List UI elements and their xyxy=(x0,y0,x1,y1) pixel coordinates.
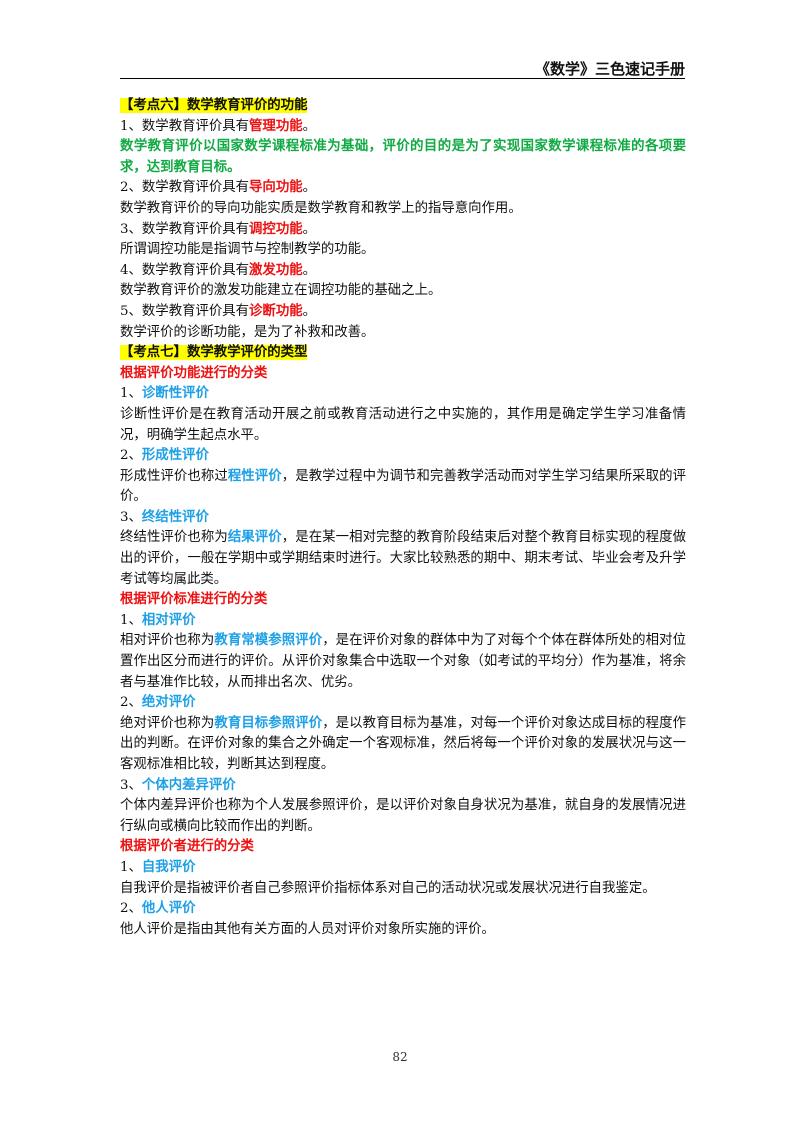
section6-heading: 【考点六】数学教育评价的功能 xyxy=(120,98,308,113)
function-2-key: 导向功能 xyxy=(249,180,303,196)
evaluator-2-desc: 他人评价是指由其他有关方面的人员对评价对象所实施的评价。 xyxy=(120,921,495,937)
standard-2-key: 教育目标参照评价 xyxy=(214,715,323,731)
type-1-name: 诊断性评价 xyxy=(141,386,209,402)
function-4-key: 激发功能 xyxy=(249,262,303,278)
type-3: 3、终结性评价 xyxy=(120,508,686,529)
group1-title: 根据评价功能进行的分类 xyxy=(120,365,268,381)
page-content: 【考点六】数学教育评价的功能 1、数学教育评价具有管理功能。 数学教育评价以国家… xyxy=(120,96,686,940)
function-4-desc: 数学教育评价的激发功能建立在调控功能的基础之上。 xyxy=(120,283,442,299)
function-5-prefix: 5、数学教育评价具有 xyxy=(120,303,250,319)
type-3-desc: 终结性评价也称为结果评价，是在某一相对完整的教育阶段结束后对整个教育目标实现的程… xyxy=(120,528,686,590)
function-1-note: 数学教育评价以国家数学课程标准为基础，评价的目的是为了实现国家数学课程标准的各项… xyxy=(120,139,686,175)
type-2-desc: 形成性评价也称过程性评价，是教学过程中为调节和完善教学活动而对学生学习结果所采取… xyxy=(120,467,686,508)
type-1: 1、诊断性评价 xyxy=(120,384,686,405)
type-2-name: 形成性评价 xyxy=(141,448,209,464)
standard-3: 3、个体内差异评价 xyxy=(120,776,686,797)
function-3-desc: 所谓调控功能是指调节与控制教学的功能。 xyxy=(120,242,375,258)
standard-1-desc-b: ，是在评价对象的群体中为了对每个个体在群体所处的相对位置作出区分而进行的评价。从… xyxy=(120,633,687,690)
function-1-prefix: 1、数学教育评价具有 xyxy=(120,118,250,134)
function-5: 5、数学教育评价具有诊断功能。 xyxy=(120,302,686,323)
type-3-desc-a: 终结性评价也称为 xyxy=(120,530,228,546)
function-5-suffix: 。 xyxy=(302,303,316,319)
page-number: 82 xyxy=(392,1050,408,1064)
standard-2-desc-a: 绝对评价也称为 xyxy=(120,715,215,731)
function-4: 4、数学教育评价具有激发功能。 xyxy=(120,261,686,282)
type-1-desc: 诊断性评价是在教育活动开展之前或教育活动进行之中实施的，其作用是确定学生学习准备… xyxy=(120,406,686,443)
standard-2-desc: 绝对评价也称为教育目标参照评价，是以教育目标为基准，对每一个评价对象达成目标的程… xyxy=(120,714,686,776)
function-3-prefix: 3、数学教育评价具有 xyxy=(120,221,250,237)
section6-heading-line: 【考点六】数学教育评价的功能 xyxy=(120,96,686,117)
evaluator-2-name: 他人评价 xyxy=(141,901,196,917)
evaluator-1: 1、自我评价 xyxy=(120,858,686,879)
standard-1-desc-a: 相对评价也称为 xyxy=(120,633,215,649)
standard-2-num: 2、 xyxy=(120,695,142,711)
function-3-key: 调控功能 xyxy=(249,221,303,237)
standard-3-num: 3、 xyxy=(120,777,142,793)
evaluator-2-num: 2、 xyxy=(120,901,142,917)
function-4-suffix: 。 xyxy=(302,262,316,278)
function-2-suffix: 。 xyxy=(302,180,316,196)
function-3: 3、数学教育评价具有调控功能。 xyxy=(120,220,686,241)
type-2-key: 程性评价 xyxy=(227,468,282,484)
page-header: 《数学》三色速记手册 xyxy=(120,50,685,79)
standard-1-name: 相对评价 xyxy=(141,612,196,628)
standard-1-desc: 相对评价也称为教育常模参照评价，是在评价对象的群体中为了对每个个体在群体所处的相… xyxy=(120,631,686,693)
type-3-key: 结果评价 xyxy=(227,530,282,546)
section7-heading-line: 【考点七】数学教学评价的类型 xyxy=(120,343,686,364)
header-title: 《数学》三色速记手册 xyxy=(534,60,685,78)
standard-3-desc: 个体内差异评价也称为个人发展参照评价，是以评价对象自身状况为基准，就自身的发展情… xyxy=(120,798,686,834)
standard-3-name: 个体内差异评价 xyxy=(141,777,236,793)
type-3-name: 终结性评价 xyxy=(141,509,209,525)
function-5-desc: 数学评价的诊断功能，是为了补救和改善。 xyxy=(120,324,375,340)
function-1-key: 管理功能 xyxy=(249,118,303,134)
function-3-suffix: 。 xyxy=(302,221,316,237)
type-2: 2、形成性评价 xyxy=(120,446,686,467)
standard-2-desc-b: ，是以教育目标为基准，对每一个评价对象达成目标的程度作出的判断。在评价对象的集合… xyxy=(120,715,687,772)
function-1-suffix: 。 xyxy=(302,118,316,134)
standard-1-num: 1、 xyxy=(120,612,142,628)
type-1-num: 1、 xyxy=(120,386,142,402)
standard-2-name: 绝对评价 xyxy=(141,695,196,711)
type-2-desc-a: 形成性评价也称过 xyxy=(120,468,228,484)
evaluator-2: 2、他人评价 xyxy=(120,899,686,920)
type-3-num: 3、 xyxy=(120,509,142,525)
function-2: 2、数学教育评价具有导向功能。 xyxy=(120,178,686,199)
evaluator-1-desc: 自我评价是指被评价者自己参照评价指标体系对自己的活动状况或发展状况进行自我鉴定。 xyxy=(120,880,656,896)
type-3-desc-b: ，是在某一相对完整的教育阶段结束后对整个教育目标实现的程度做出的评价，一般在学期… xyxy=(120,530,687,587)
type-2-desc-b: ，是教学过程中为调节和完善教学活动而对学生学习结果所采取的评价。 xyxy=(120,468,687,505)
standard-2: 2、绝对评价 xyxy=(120,693,686,714)
type-2-num: 2、 xyxy=(120,448,142,464)
function-5-key: 诊断功能 xyxy=(249,303,303,319)
function-2-desc: 数学教育评价的导向功能实质是数学教育和教学上的指导意向作用。 xyxy=(120,200,522,216)
function-2-prefix: 2、数学教育评价具有 xyxy=(120,180,250,196)
standard-1-key: 教育常模参照评价 xyxy=(214,633,323,649)
evaluator-1-num: 1、 xyxy=(120,859,142,875)
group2-title: 根据评价标准进行的分类 xyxy=(120,592,268,608)
standard-1: 1、相对评价 xyxy=(120,611,686,632)
function-4-prefix: 4、数学教育评价具有 xyxy=(120,262,250,278)
function-1: 1、数学教育评价具有管理功能。 xyxy=(120,117,686,138)
group3-title: 根据评价者进行的分类 xyxy=(120,839,254,855)
section7-heading: 【考点七】数学教学评价的类型 xyxy=(120,345,308,361)
evaluator-1-name: 自我评价 xyxy=(141,859,196,875)
